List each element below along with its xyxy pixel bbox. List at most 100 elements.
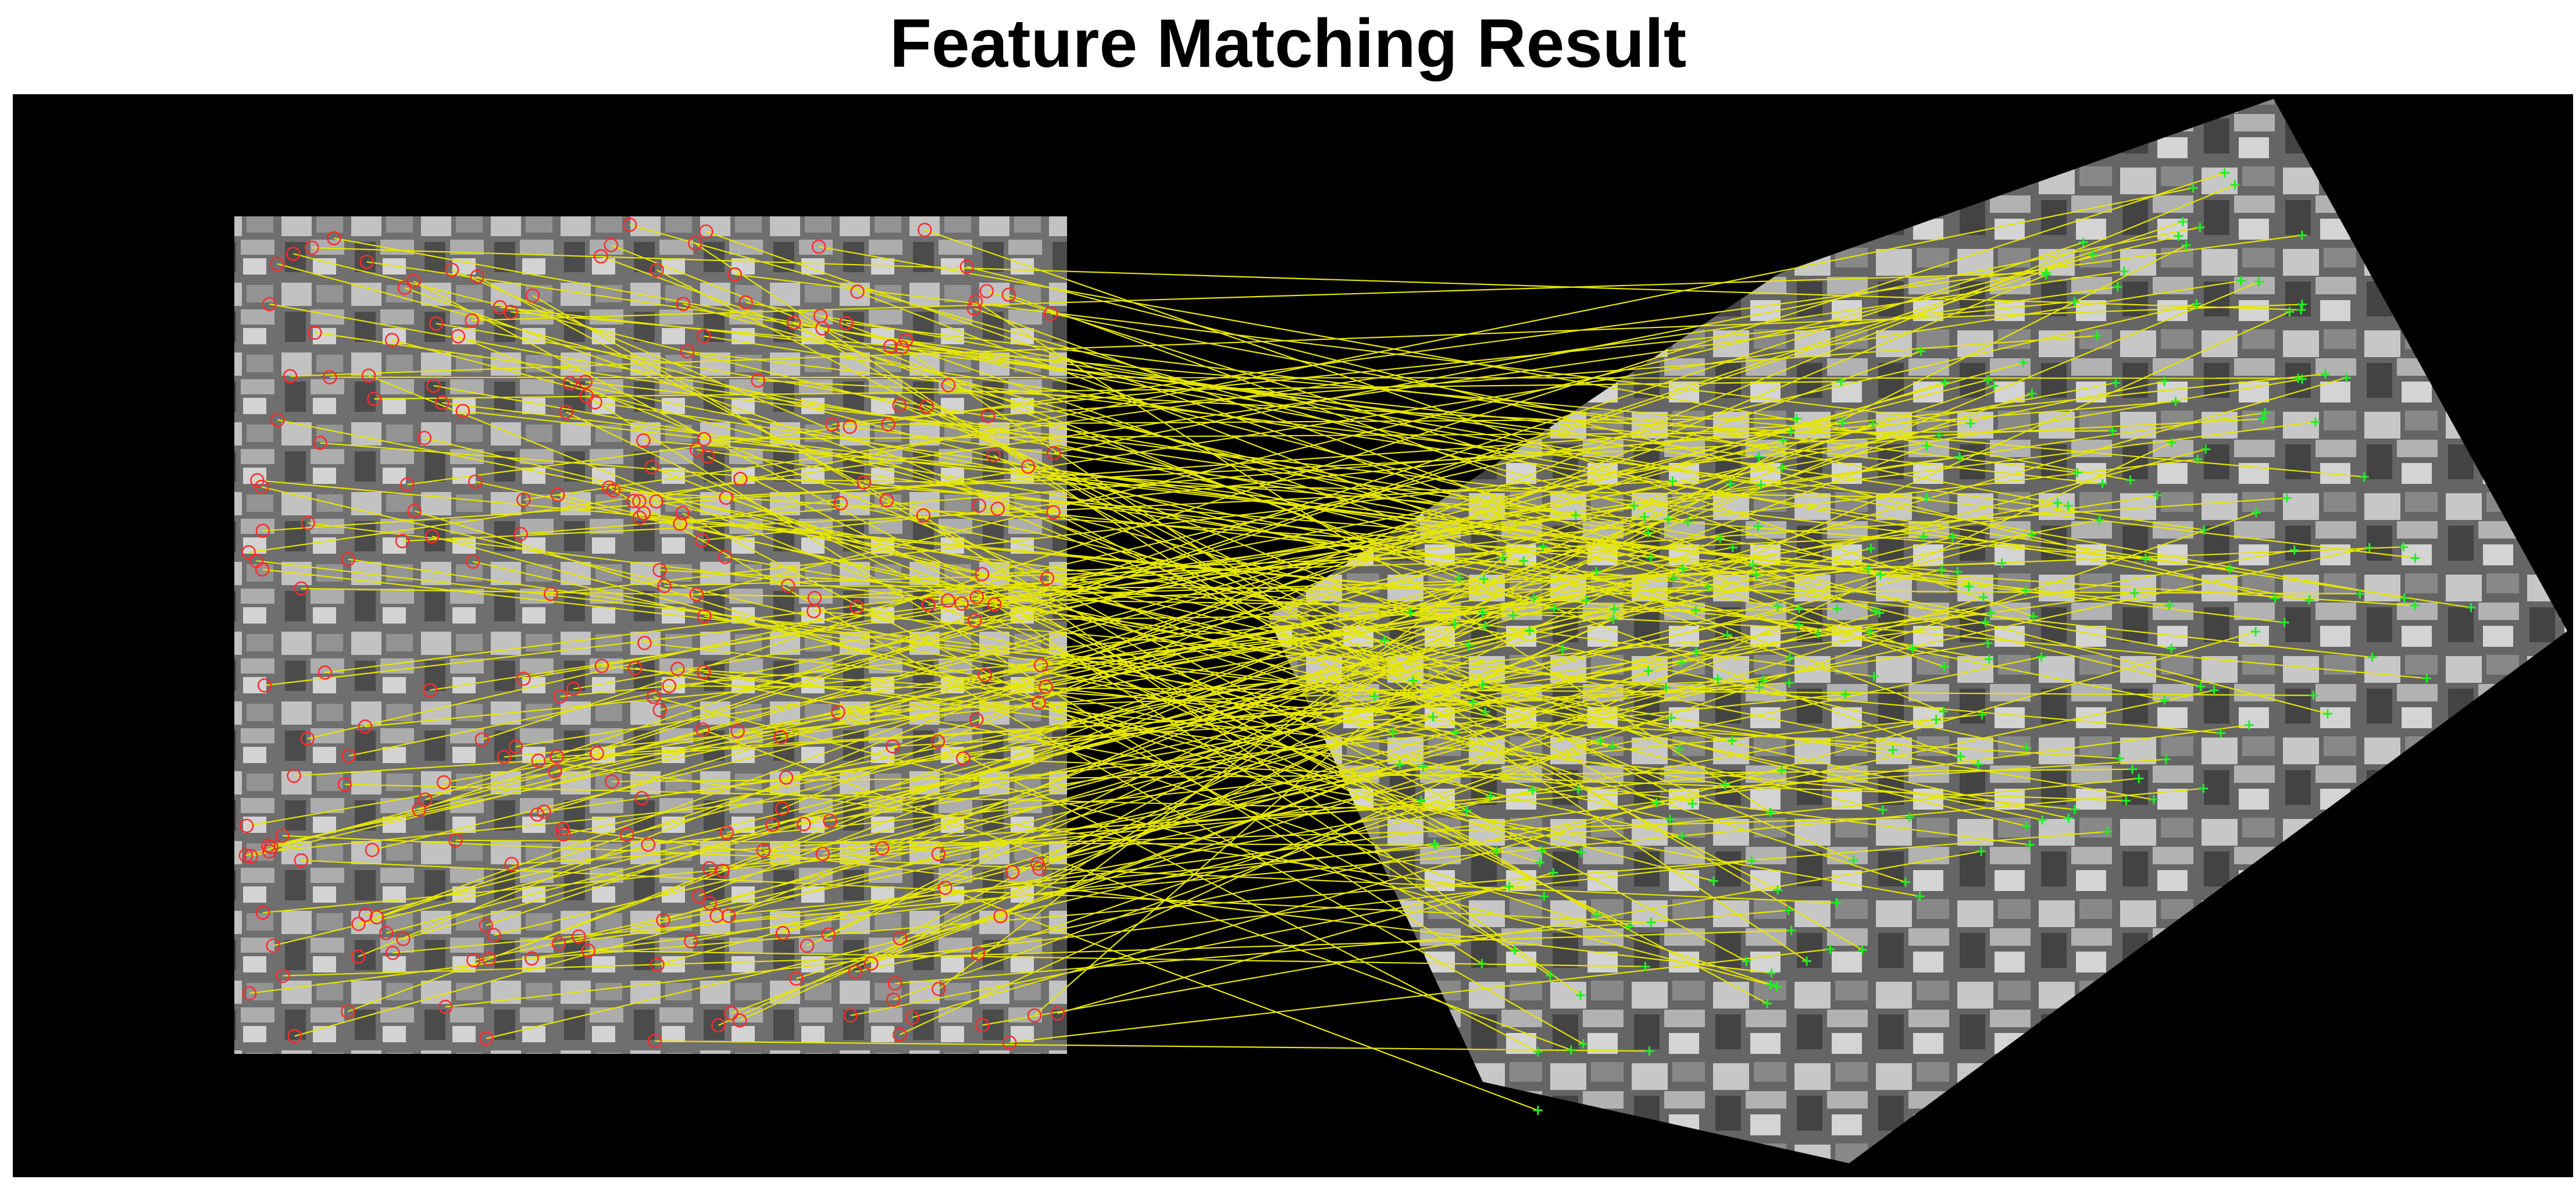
match-line xyxy=(393,788,2204,954)
left-keypoint-marker xyxy=(257,678,272,693)
left-keypoint-marker xyxy=(675,506,690,521)
left-keypoint-marker xyxy=(287,1029,302,1043)
right-keypoint-marker xyxy=(2107,426,2117,436)
right-keypoint-marker xyxy=(2102,826,2112,836)
right-keypoint-marker xyxy=(1478,680,1487,690)
left-image xyxy=(234,216,1067,1054)
match-line xyxy=(273,536,1953,946)
left-keypoint-marker xyxy=(358,907,373,922)
left-keypoint-marker xyxy=(696,665,711,679)
left-keypoint-marker xyxy=(479,1031,494,1046)
match-line xyxy=(441,402,2285,623)
right-keypoint-marker xyxy=(1777,462,1787,472)
left-keypoint-marker xyxy=(620,828,634,842)
right-keypoint-marker xyxy=(2053,498,2063,508)
right-keypoint-marker xyxy=(1668,573,1678,583)
right-keypoint-marker xyxy=(2064,813,2074,823)
right-keypoint-marker xyxy=(1668,476,1678,486)
left-keypoint-marker xyxy=(530,807,545,822)
left-keypoint-marker xyxy=(1043,306,1058,321)
right-keypoint-marker xyxy=(1931,715,1941,725)
left-keypoint-marker xyxy=(959,259,975,274)
right-keypoint-marker xyxy=(1492,846,1501,856)
left-keypoint-marker xyxy=(700,449,715,464)
match-line xyxy=(402,480,1673,542)
left-keypoint-marker xyxy=(551,936,566,951)
left-keypoint-marker xyxy=(695,722,710,737)
right-keypoint-marker xyxy=(1721,780,1731,790)
match-line xyxy=(348,380,2165,757)
right-keypoint-marker xyxy=(2244,720,2254,730)
right-keypoint-marker xyxy=(2289,545,2299,555)
left-keypoint-marker xyxy=(550,749,564,764)
match-line xyxy=(348,558,1613,747)
left-keypoint-marker xyxy=(811,239,826,254)
right-keypoint-marker xyxy=(1640,512,1650,522)
left-keypoint-marker xyxy=(644,459,659,475)
left-keypoints xyxy=(238,218,1065,1050)
left-keypoint-marker xyxy=(426,378,441,393)
match-line xyxy=(901,347,1807,962)
right-keypoint-marker xyxy=(1832,898,1842,908)
match-line xyxy=(740,478,1927,498)
left-keypoint-marker xyxy=(479,918,493,933)
match-line xyxy=(262,769,1782,914)
right-keypoint-marker xyxy=(2310,417,2320,427)
match-line xyxy=(696,449,1778,607)
left-keypoint-marker xyxy=(622,218,637,232)
left-keypoint-marker xyxy=(466,554,480,569)
right-keypoint-marker xyxy=(2260,408,2270,418)
right-keypoint-marker xyxy=(1712,674,1722,684)
left-keypoint-marker xyxy=(451,329,466,344)
match-line xyxy=(256,560,1473,703)
match-line xyxy=(814,610,2221,734)
left-keypoint-marker xyxy=(697,432,711,447)
left-keypoint-marker xyxy=(287,768,301,783)
left-keypoint-marker xyxy=(839,316,854,330)
left-keypoint-marker xyxy=(470,269,484,284)
left-keypoint-marker xyxy=(694,533,709,548)
match-line xyxy=(653,696,1771,986)
right-keypoint-marker xyxy=(1480,707,1490,717)
right-keypoint-marker xyxy=(1692,647,1701,657)
match-line xyxy=(820,315,1790,658)
match-line xyxy=(948,384,2201,687)
right-keypoint-marker xyxy=(2192,299,2202,309)
match-line xyxy=(704,671,2030,846)
left-keypoint-marker xyxy=(879,493,894,508)
match-line xyxy=(818,246,2131,481)
right-keypoint-marker xyxy=(2178,217,2188,227)
left-keypoint-marker xyxy=(466,953,481,968)
right-keypoint-marker xyxy=(2282,493,2292,503)
right-keypoint-marker xyxy=(1663,514,1673,524)
right-keypoint-marker xyxy=(2021,586,2031,596)
match-line xyxy=(682,512,1515,951)
match-line xyxy=(683,303,1708,588)
right-keypoint-marker xyxy=(1510,945,1519,955)
right-keypoint-marker xyxy=(1478,607,1487,617)
right-keypoint-marker xyxy=(1863,564,1873,574)
left-keypoint-marker xyxy=(395,534,410,548)
right-keypoint-marker xyxy=(2199,525,2209,535)
right-keypoint-marker xyxy=(2270,593,2280,603)
right-keypoint-marker xyxy=(1742,956,1751,966)
left-keypoint-marker xyxy=(894,340,909,355)
match-line xyxy=(308,522,1667,689)
left-keypoint-marker xyxy=(648,1034,662,1049)
left-keypoint-marker xyxy=(821,927,836,942)
match-line xyxy=(262,421,1843,532)
left-keypoint-marker xyxy=(412,802,426,817)
match-lines xyxy=(245,172,2471,1111)
right-keypoint-marker xyxy=(2367,653,2377,662)
match-line xyxy=(963,757,2127,801)
right-keypoint-marker xyxy=(2070,804,2079,814)
left-keypoint-marker xyxy=(691,888,707,903)
right-keypoint-marker xyxy=(1783,906,1793,915)
left-keypoint-marker xyxy=(916,508,931,523)
right-keypoint-marker xyxy=(1646,917,1656,927)
match-line xyxy=(481,172,2225,740)
right-keypoint-marker xyxy=(1464,640,1473,650)
left-keypoint-marker xyxy=(786,315,801,330)
left-keypoint-marker xyxy=(358,719,373,734)
left-keypoint-marker xyxy=(956,751,971,766)
